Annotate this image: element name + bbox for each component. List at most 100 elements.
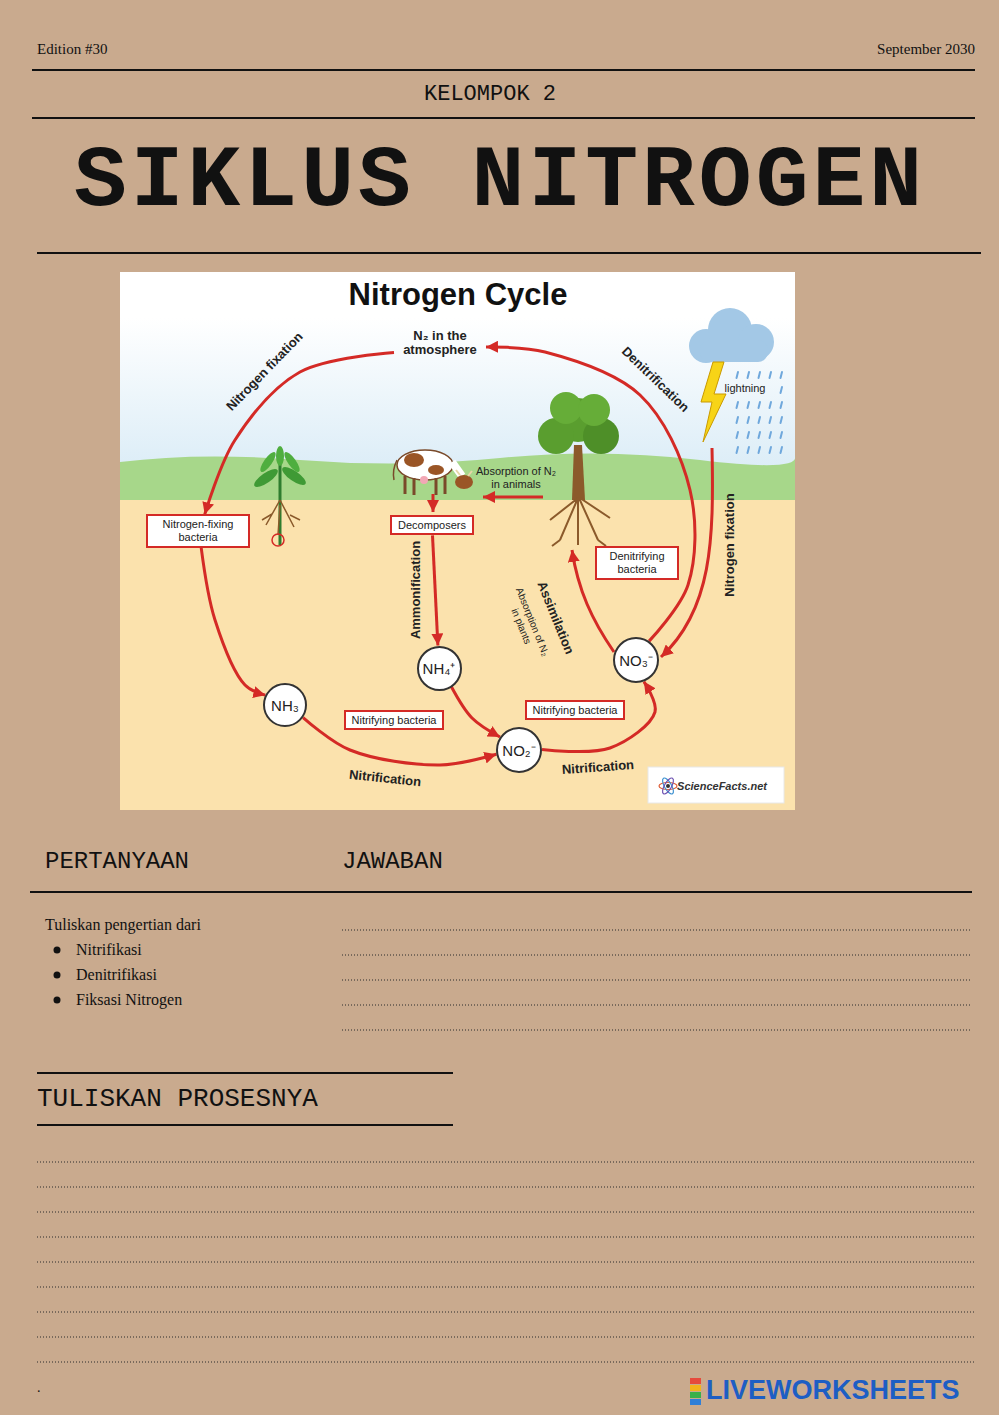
- edition-number: Edition #30: [37, 41, 107, 58]
- figure-title: Nitrogen Cycle: [349, 277, 568, 313]
- answer-lines: [342, 1005, 972, 1006]
- brand-watermark: LIVEWORKSHEETS: [706, 1375, 960, 1406]
- cow: [420, 476, 428, 484]
- cycle-arrow: [205, 353, 394, 515]
- rain-drops: [781, 402, 783, 408]
- reservoir-label: N₂ in the atmosphere: [394, 326, 486, 361]
- rain-drops: [748, 372, 750, 378]
- cycle-arrow: [432, 535, 437, 645]
- compound-circle: NH₄⁺: [417, 646, 462, 691]
- answer-lines: [37, 930, 975, 1362]
- issue-date: September 2030: [877, 41, 975, 58]
- cow: [456, 470, 472, 476]
- organism-box: Nitrifying bacteria: [344, 710, 445, 731]
- cow: [397, 450, 453, 480]
- compound-circle: NO₃⁻: [613, 637, 659, 683]
- rain-drops: [781, 447, 783, 453]
- rain-drops: [770, 447, 772, 453]
- rain-drops: [748, 402, 750, 408]
- compound-circle: NO₂⁻: [496, 727, 542, 773]
- cow: [428, 465, 444, 475]
- organism-box: Nitrogen-fixing bacteria: [146, 514, 250, 547]
- rule-lines: [30, 891, 972, 893]
- bullet-item: Fiksasi Nitrogen: [76, 991, 182, 1009]
- bullet-dots: [54, 972, 61, 979]
- line-mark: .: [37, 1380, 41, 1396]
- question-text: Tuliskan pengertian dari: [45, 916, 201, 934]
- plant: [258, 450, 278, 474]
- rain-drops: [737, 432, 739, 438]
- answer-lines: [37, 1212, 975, 1213]
- rain-drops: [770, 372, 772, 378]
- rain-drops: [748, 447, 750, 453]
- rain-drops: [737, 402, 739, 408]
- rain-drops: [759, 372, 761, 378]
- answer-lines: [37, 1187, 975, 1188]
- plant: [276, 446, 284, 466]
- plant: [272, 534, 284, 546]
- tree: [550, 392, 582, 424]
- node-text: Nitrifying bacteria: [533, 704, 618, 717]
- rain-drops: [759, 432, 761, 438]
- cloud: [689, 308, 774, 363]
- cow: [455, 475, 473, 489]
- rain-drops: [781, 387, 783, 393]
- organism-box: Decomposers: [390, 515, 474, 536]
- picture-label: lightning: [725, 382, 766, 395]
- rain-drops: [759, 417, 761, 423]
- bullet-dots: [54, 997, 61, 1004]
- rain-drops: [748, 432, 750, 438]
- process-label: Nitrogen fixation: [723, 493, 738, 596]
- rain-drops: [737, 372, 739, 378]
- rain-drops: [770, 402, 772, 408]
- bullet-dots: [54, 947, 61, 1004]
- liveworksheets-logo: [690, 1399, 701, 1405]
- compound-circle: NH₃: [263, 683, 307, 727]
- sciencefacts-logo: [666, 784, 670, 788]
- answer-lines: [37, 1262, 975, 1263]
- lightning-bolt: [701, 362, 726, 442]
- node-text: Nitrogen-fixing bacteria: [154, 518, 242, 543]
- rule-lines: [32, 117, 975, 119]
- liveworksheets-logo: [690, 1378, 701, 1405]
- organism-box: Denitrifying bacteria: [595, 546, 679, 579]
- bullet-dots: [54, 947, 61, 954]
- organism-box: Nitrifying bacteria: [525, 700, 626, 721]
- cycle-picture: [120, 318, 795, 468]
- node-text: Denitrifying bacteria: [603, 550, 671, 575]
- answer-lines: [37, 1312, 975, 1313]
- arrow-cow-to-decomposers: [433, 494, 434, 512]
- plant: [282, 450, 302, 474]
- rain-drops: [759, 447, 761, 453]
- rule-lines: [37, 1072, 453, 1074]
- process-label: Absorption of N₂ in animals: [474, 465, 558, 490]
- cycle-arrow: [201, 548, 265, 696]
- rule-lines: [37, 252, 981, 254]
- cow: [452, 462, 462, 476]
- cow: [404, 453, 424, 467]
- tree: [550, 498, 610, 546]
- answer-lines: [37, 1287, 975, 1288]
- plant: [252, 446, 309, 546]
- rain-drops: [770, 432, 772, 438]
- rain-drops: [737, 447, 739, 453]
- sciencefacts-logo: [648, 767, 784, 803]
- section-heading: TULISKAN PROSESNYA: [37, 1085, 318, 1115]
- arrow-tree-to-cow: [483, 496, 543, 499]
- rain-drops: [759, 402, 761, 408]
- node-text: NH₃: [271, 697, 299, 714]
- plant: [262, 500, 300, 535]
- answer-lines: [37, 1362, 975, 1363]
- tree: [572, 445, 585, 500]
- column-heading: JAWABAN: [342, 848, 443, 876]
- node-text: NO₂⁻: [502, 740, 535, 760]
- lightning-bolt: [701, 362, 726, 442]
- cycle-picture: [120, 272, 795, 810]
- answer-lines: [37, 1237, 975, 1238]
- liveworksheets-logo: [690, 1392, 701, 1398]
- rain-drops: [781, 432, 783, 438]
- column-heading: PERTANYAAN: [45, 848, 189, 876]
- source-watermark: ScienceFacts.net: [677, 780, 767, 793]
- rain-drops: [770, 417, 772, 423]
- tree: [578, 394, 610, 426]
